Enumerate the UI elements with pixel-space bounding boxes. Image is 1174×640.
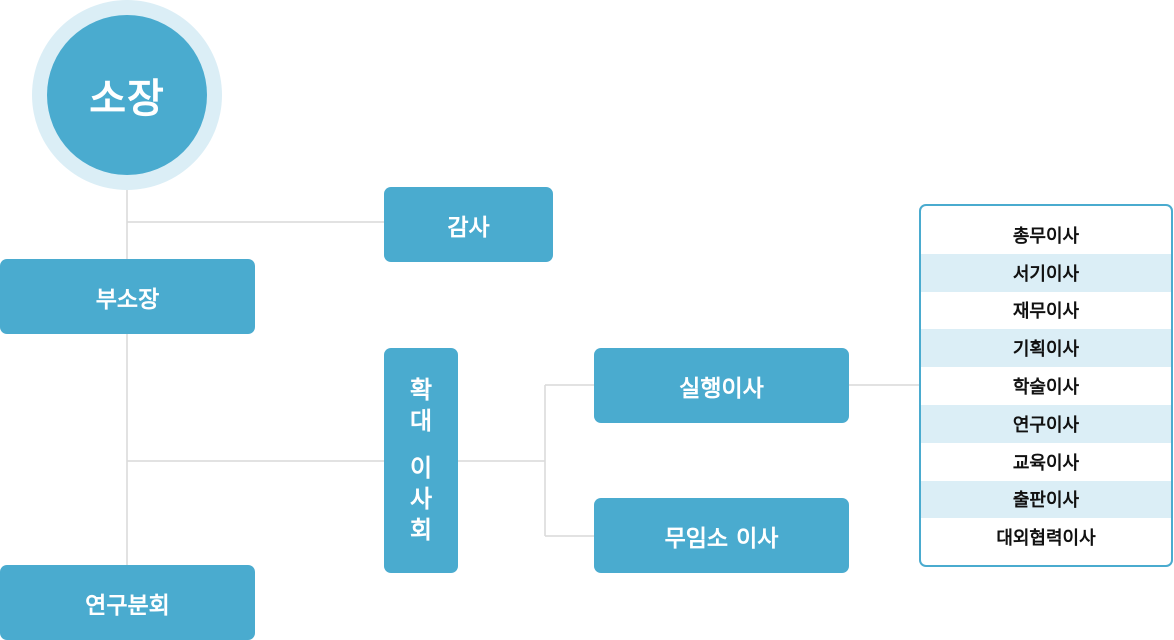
research-division-box: 연구분회 bbox=[0, 565, 255, 640]
chief-label: 소장 bbox=[89, 76, 165, 122]
expanded-board-box: 확 대 이 사 회 bbox=[384, 348, 458, 573]
director-item-label: 교육이사 bbox=[1012, 452, 1080, 474]
director-item-education: 교육이사 bbox=[921, 443, 1171, 481]
director-item-label: 서기이사 bbox=[1012, 263, 1080, 285]
chief-node: 소장 bbox=[47, 15, 207, 175]
director-item-label: 총무이사 bbox=[1012, 225, 1080, 247]
director-item-planning: 기획이사 bbox=[921, 329, 1171, 368]
non-executive-director-label: 무임소 이사 bbox=[664, 525, 779, 552]
director-item-research: 연구이사 bbox=[921, 404, 1171, 443]
director-item-label: 재무이사 bbox=[1012, 301, 1080, 323]
research-division-label: 연구분회 bbox=[85, 592, 170, 619]
director-item-publishing: 출판이사 bbox=[921, 480, 1171, 519]
director-item-label: 출판이사 bbox=[1012, 490, 1080, 512]
executive-director-box: 실행이사 bbox=[594, 348, 849, 423]
director-item-academic: 학술이사 bbox=[921, 367, 1171, 405]
director-item-label: 연구이사 bbox=[1012, 414, 1080, 436]
director-item-label: 학술이사 bbox=[1012, 377, 1080, 399]
director-item-general-affairs: 총무이사 bbox=[921, 216, 1171, 254]
director-list: 총무이사 서기이사 재무이사 기획이사 학술이사 연구이사 교육이사 출판이사 … bbox=[919, 204, 1173, 567]
executive-director-label: 실행이사 bbox=[679, 375, 764, 402]
expanded-board-char-2: 대 bbox=[409, 407, 433, 435]
director-item-label: 대외협력이사 bbox=[996, 528, 1096, 550]
director-item-external-affairs: 대외협력이사 bbox=[921, 518, 1171, 556]
vice-chief-label: 부소장 bbox=[95, 286, 160, 313]
expanded-board-char-1: 확 bbox=[409, 376, 433, 404]
director-item-label: 기획이사 bbox=[1012, 339, 1080, 361]
vice-chief-box: 부소장 bbox=[0, 259, 255, 334]
non-executive-director-box: 무임소 이사 bbox=[594, 498, 849, 573]
director-item-secretary: 서기이사 bbox=[921, 253, 1171, 292]
director-item-finance: 재무이사 bbox=[921, 292, 1171, 330]
auditor-box: 감사 bbox=[384, 187, 553, 262]
expanded-board-char-3: 이 bbox=[409, 454, 433, 482]
auditor-label: 감사 bbox=[447, 214, 490, 241]
expanded-board-char-5: 회 bbox=[409, 516, 433, 544]
expanded-board-char-4: 사 bbox=[409, 485, 433, 513]
